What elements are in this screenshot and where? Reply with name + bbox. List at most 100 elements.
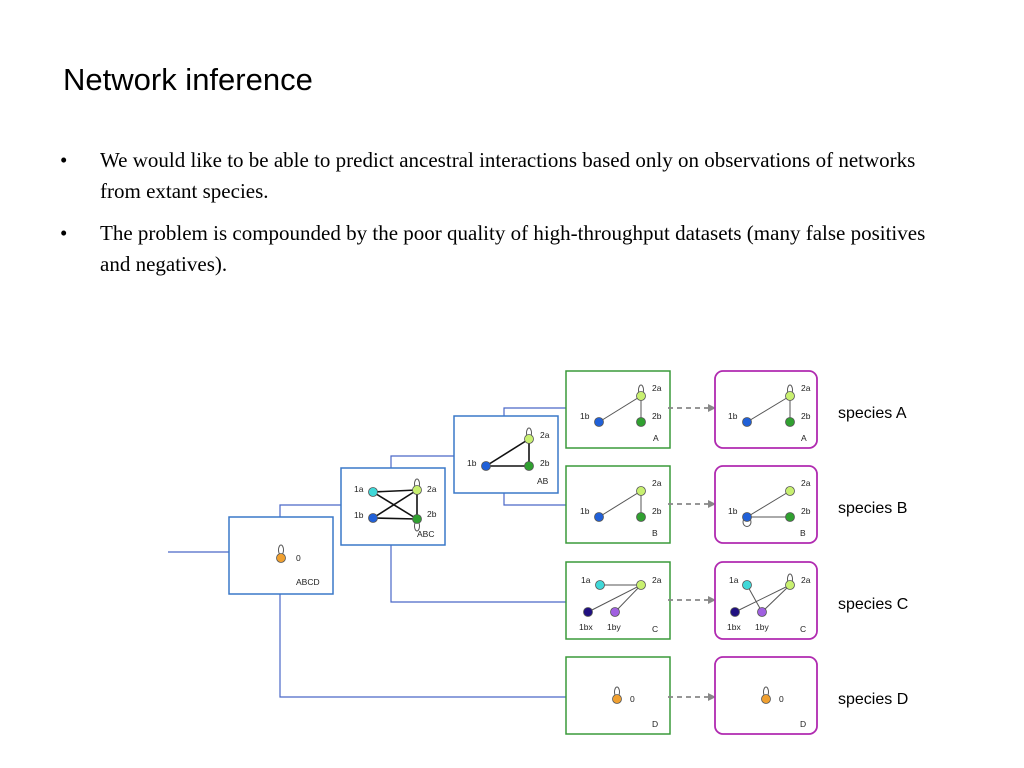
node-1b [481,461,491,471]
network-abcd: 0 ABCD [228,516,334,595]
network-b-observed: 1b 2a 2b B [714,465,818,544]
network-d-observed: 0 D [714,656,818,735]
bullet-list: • We would like to be able to predict an… [60,145,960,291]
node-2b [412,514,422,524]
node-label: 2a [427,484,437,494]
node-2b [785,512,795,522]
node-label: 1bx [579,622,593,632]
network-label: A [801,433,807,443]
node-1by [610,607,620,617]
bullet-marker: • [60,221,68,245]
edge-1b-2a [485,438,530,467]
node-label: 0 [779,694,784,704]
network-c-inferred: 1a 2a 1bx 1by C [565,561,671,640]
edge-1bx-2a [734,584,791,613]
node-label: 2a [801,575,811,585]
network-label: AB [537,476,549,486]
edge-1b-2b [372,517,418,520]
node-1a [742,580,752,590]
network-label: B [652,528,658,538]
node-1b [742,417,752,427]
node-1a [595,580,605,590]
node-label: 1by [755,622,769,632]
node-2b [636,417,646,427]
node-2b [785,417,795,427]
node-label: 2a [652,575,662,585]
node-2a [785,580,795,590]
node-label: 2b [801,411,811,421]
network-a-observed: 1b 2a 2b A [714,370,818,449]
node-label: 1bx [727,622,741,632]
node-label: 0 [296,553,301,563]
observation-arrows [668,404,716,701]
node-label: 1a [354,484,364,494]
bullet-item: • We would like to be able to predict an… [60,145,960,207]
node-2a [636,486,646,496]
node-label: 1b [467,458,477,468]
tree-branch-ab-a [503,407,566,416]
node-label: 1b [728,411,738,421]
node-label: 1b [728,506,738,516]
node-2a [636,391,646,401]
node-1by [757,607,767,617]
node-label: 2b [540,458,550,468]
node-2a [785,486,795,496]
network-label: C [800,624,806,634]
node-label: 1b [580,506,590,516]
edge-1b-2a [746,395,791,423]
edge-1b-2a [598,395,642,423]
tree-branch-abcd-abc [279,504,341,517]
node-0 [276,553,286,563]
tree-branch-abc-ab [390,455,454,468]
node-label: 2b [801,506,811,516]
bullet-text: The problem is compounded by the poor qu… [100,221,926,276]
node-1b [742,512,752,522]
node-1b [594,512,604,522]
edge-1b-2a [746,490,791,518]
edge-1a-1by [746,584,763,613]
node-label: 1a [581,575,591,585]
network-d-inferred: 0 D [565,656,671,735]
edge-1b-2a [598,490,642,518]
edge-1by-2a [761,584,791,613]
node-label: 2a [540,430,550,440]
node-label: 1by [607,622,621,632]
phylogeny-tree [168,407,566,698]
node-2a [524,434,534,444]
node-label: 2a [801,383,811,393]
network-box [714,465,818,544]
network-c-observed: 1a 2a 1bx 1by C [714,561,818,640]
node-2b [524,461,534,471]
node-0 [612,694,622,704]
network-label: A [653,433,659,443]
bullet-text: We would like to be able to predict ance… [100,148,916,203]
species-label-c: species C [838,596,908,613]
network-b-inferred: 1b 2a 2b B [565,465,671,544]
node-1b [368,513,378,523]
node-label: 1a [729,575,739,585]
node-label: 1b [580,411,590,421]
node-label: 1b [354,510,364,520]
network-box [453,415,559,494]
network-box [565,465,671,544]
node-2a [785,391,795,401]
network-label: B [800,528,806,538]
network-box [340,467,446,546]
network-box [565,561,671,640]
network-label: D [800,719,806,729]
network-box [565,370,671,449]
network-box [714,370,818,449]
bullet-marker: • [60,148,68,172]
tree-branch-abc-c [390,545,566,603]
network-label: D [652,719,658,729]
node-2b [636,512,646,522]
node-label: 2a [652,383,662,393]
node-label: 2b [427,509,437,519]
node-label: 0 [630,694,635,704]
slide-title: Network inference [63,62,313,97]
species-labels: species A species B species C species D [838,405,908,708]
edge-1b-2a [372,489,418,519]
network-label: ABC [417,529,434,539]
node-2a [412,485,422,495]
node-0 [761,694,771,704]
